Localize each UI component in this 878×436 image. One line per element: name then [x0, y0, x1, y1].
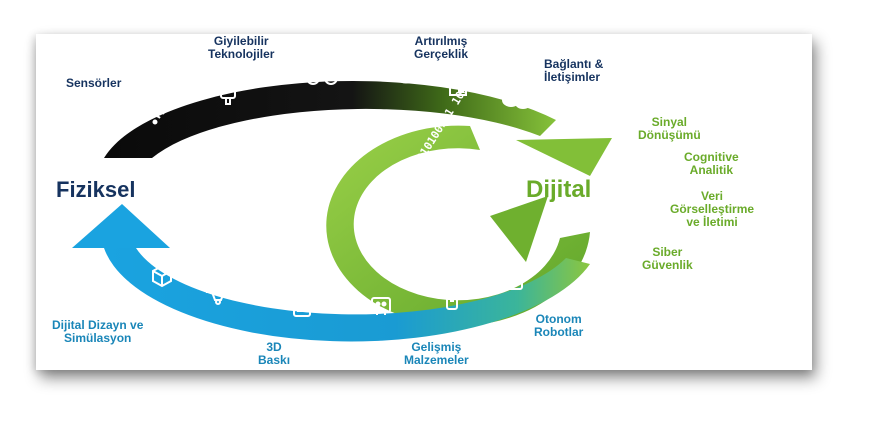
eye-icon [393, 72, 419, 84]
autonomous-printer-icon [501, 270, 523, 290]
printer-box-icon [293, 297, 311, 317]
computer-icon [441, 171, 463, 190]
robot-icon [371, 297, 391, 315]
glasses-icon [306, 71, 338, 85]
top-arc [104, 80, 556, 158]
green-arrowhead [490, 196, 548, 262]
dijital-label: Dijital [526, 176, 592, 203]
bottom-arc [104, 248, 590, 342]
binary-text: 10101010100101 1010101 [397, 61, 485, 192]
laptop-icon [478, 193, 502, 208]
wearable-icon [220, 79, 236, 105]
fiziksel-label: Fiziksel [56, 177, 136, 202]
network-link [451, 190, 478, 207]
wifi-icon [145, 108, 165, 125]
qr-code-icon [449, 78, 467, 96]
top-arrowhead [516, 138, 612, 176]
cube-icon [152, 264, 172, 288]
sensorler-label: Sensörler [66, 76, 122, 90]
drone-icon [206, 291, 230, 305]
bottom-arrowhead [72, 204, 170, 248]
baglanti-label: Bağlantı &İletişimler [544, 57, 604, 84]
chat-icon [502, 93, 531, 109]
material-icon [446, 290, 458, 310]
